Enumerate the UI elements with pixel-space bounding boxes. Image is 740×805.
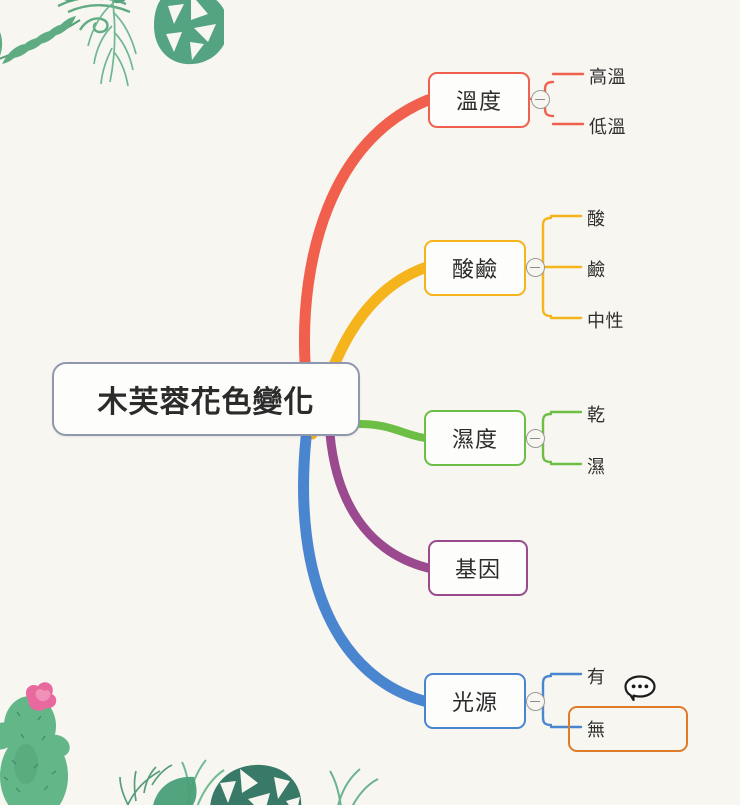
leaf-label-acid[interactable]: 酸 bbox=[587, 209, 606, 229]
topic-label-temperature: 溫度 bbox=[455, 89, 502, 114]
topic-node-gene[interactable]: 基因 bbox=[428, 540, 528, 596]
collapse-toggle-light-source[interactable] bbox=[526, 692, 545, 711]
collapse-toggle-humidity[interactable] bbox=[526, 429, 545, 448]
leaf-label-has-light[interactable]: 有 bbox=[587, 667, 606, 687]
leaf-label-neutral[interactable]: 中性 bbox=[587, 311, 624, 331]
branch-wire-temperature bbox=[299, 94, 434, 368]
branch-wire-light bbox=[298, 432, 434, 708]
selected-node-outline[interactable] bbox=[568, 706, 688, 752]
central-topic-label: 木芙蓉花色變化 bbox=[97, 386, 315, 419]
branch-wire-humidity bbox=[356, 420, 430, 442]
leaf-label-alkali[interactable]: 鹼 bbox=[587, 260, 606, 280]
topic-node-ph[interactable]: 酸鹼 bbox=[424, 240, 526, 296]
topic-label-humidity: 濕度 bbox=[451, 427, 498, 452]
collapse-toggle-ph[interactable] bbox=[526, 258, 545, 277]
leaf-label-no-light[interactable]: 無 bbox=[587, 720, 606, 740]
topic-node-temperature[interactable]: 溫度 bbox=[428, 72, 530, 128]
topic-label-light-source: 光源 bbox=[451, 690, 498, 715]
leaf-label-dry[interactable]: 乾 bbox=[587, 405, 606, 425]
collapse-toggle-temperature[interactable] bbox=[531, 90, 550, 109]
central-topic-node[interactable]: 木芙蓉花色變化 bbox=[52, 362, 360, 436]
topic-label-ph: 酸鹼 bbox=[451, 257, 498, 282]
topic-label-gene: 基因 bbox=[454, 557, 501, 582]
topic-node-humidity[interactable]: 濕度 bbox=[424, 410, 526, 466]
more-options-bubble[interactable] bbox=[624, 675, 656, 701]
leaf-label-wet[interactable]: 濕 bbox=[587, 457, 606, 477]
leaf-label-low-temp[interactable]: 低溫 bbox=[589, 117, 626, 137]
leaf-label-high-temp[interactable]: 高溫 bbox=[589, 67, 626, 87]
branch-wire-gene bbox=[325, 429, 433, 573]
topic-node-light-source[interactable]: 光源 bbox=[424, 673, 526, 729]
